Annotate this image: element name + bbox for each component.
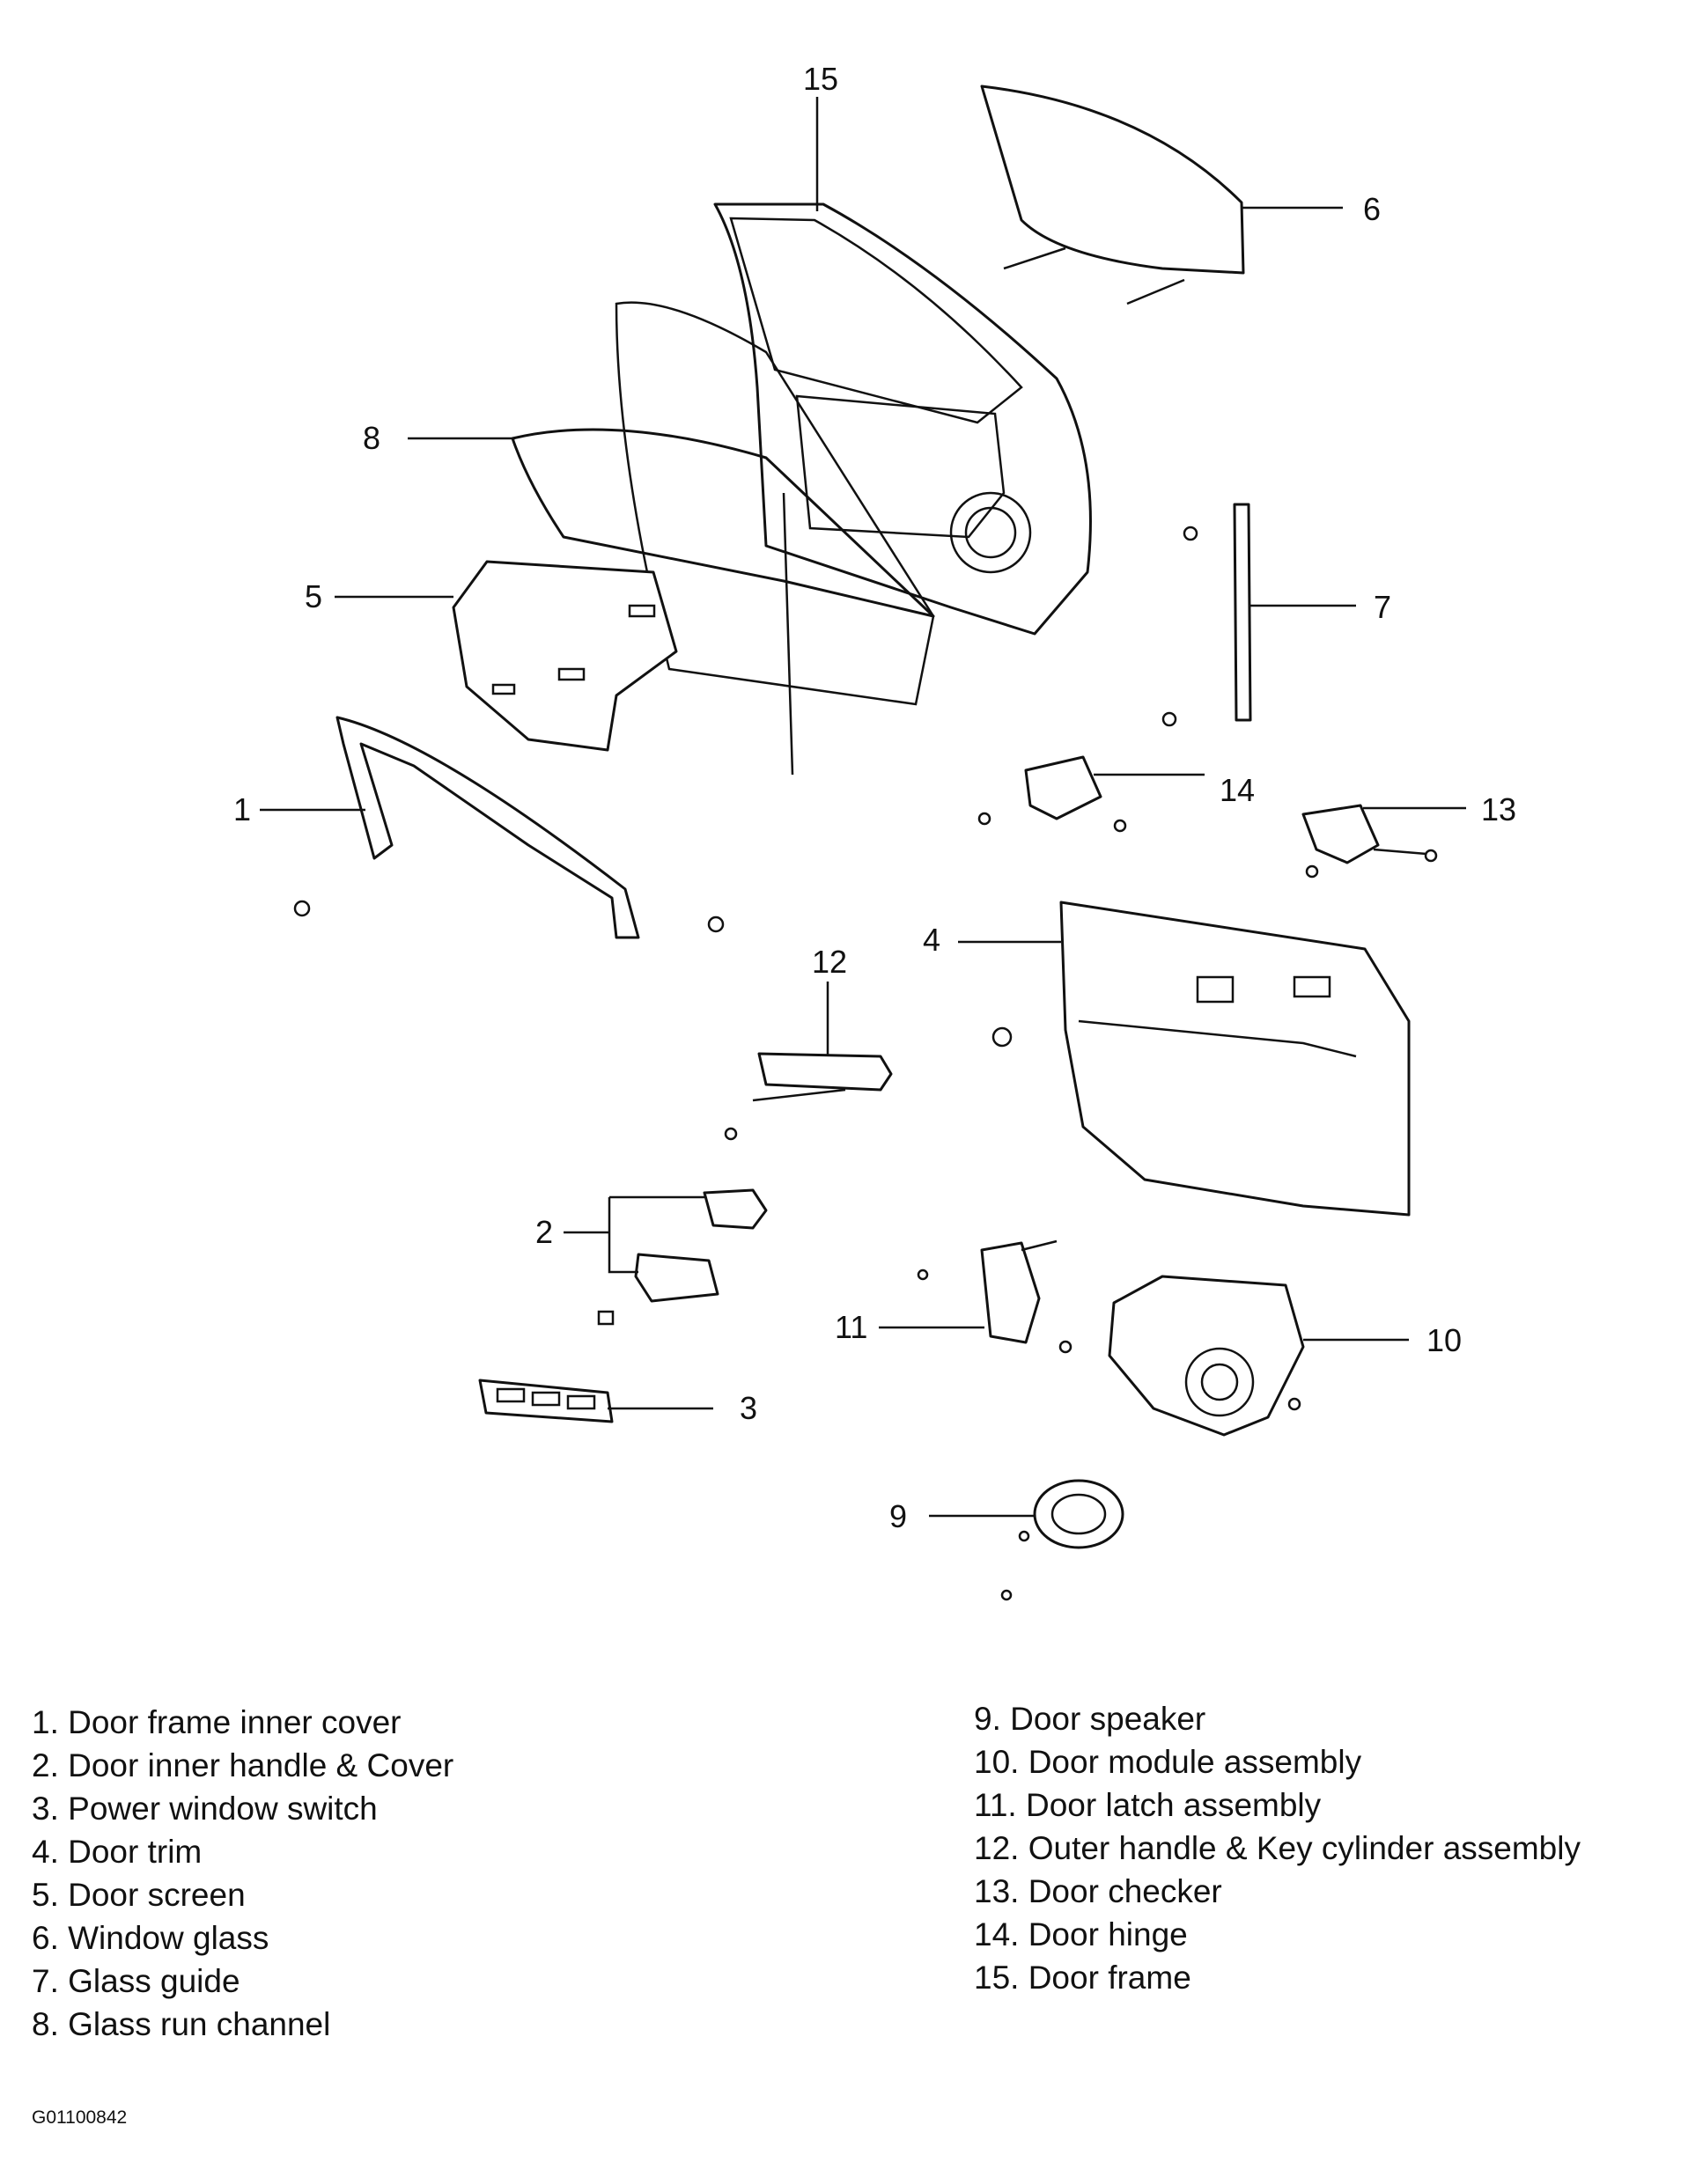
callout-6: 6 bbox=[1363, 191, 1381, 227]
callout-9: 9 bbox=[889, 1498, 907, 1534]
window-glass-part bbox=[980, 85, 1245, 305]
leader-2 bbox=[564, 1195, 704, 1274]
callout-15: 15 bbox=[803, 61, 838, 97]
outer-handle-part bbox=[724, 1052, 893, 1141]
legend-item-3: 3. Power window switch bbox=[32, 1791, 378, 1827]
door-checker-part bbox=[1301, 804, 1438, 879]
power-window-switch-part bbox=[478, 1379, 614, 1423]
legend-right-column: 9. Door speaker 10. Door module assembly… bbox=[974, 1697, 1581, 1999]
legend-item-1: 1. Door frame inner cover bbox=[32, 1704, 402, 1740]
legend-item-10: 10. Door module assembly bbox=[974, 1744, 1362, 1780]
legend-item-7: 7. Glass guide bbox=[32, 1963, 240, 1999]
door-frame-inner-cover-part bbox=[293, 716, 725, 939]
legend-item-2: 2. Door inner handle & Cover bbox=[32, 1747, 454, 1783]
callout-13: 13 bbox=[1481, 791, 1516, 827]
legend-item-4: 4. Door trim bbox=[32, 1834, 203, 1870]
callout-10: 10 bbox=[1426, 1322, 1462, 1358]
door-frame-part bbox=[713, 202, 1092, 636]
door-speaker-part bbox=[1000, 1479, 1124, 1601]
legend-item-5: 5. Door screen bbox=[32, 1877, 246, 1913]
callout-14: 14 bbox=[1220, 772, 1255, 808]
legend-item-15: 15. Door frame bbox=[974, 1960, 1191, 1996]
glass-guide-part bbox=[1161, 503, 1252, 727]
callout-3: 3 bbox=[740, 1390, 757, 1426]
callout-1: 1 bbox=[233, 791, 251, 827]
door-screen-part bbox=[452, 560, 678, 752]
legend-item-13: 13. Door checker bbox=[974, 1873, 1222, 1909]
callout-4: 4 bbox=[923, 922, 940, 958]
legend-item-8: 8. Glass run channel bbox=[32, 2006, 331, 2042]
door-hinge-part bbox=[977, 755, 1127, 833]
door-inner-handle-part bbox=[597, 1188, 768, 1326]
legend-item-11: 11. Door latch assembly bbox=[974, 1787, 1322, 1823]
door-latch-part bbox=[917, 1239, 1058, 1344]
door-module-part bbox=[1058, 1275, 1305, 1437]
callout-8: 8 bbox=[363, 420, 380, 456]
callout-12: 12 bbox=[812, 944, 847, 980]
legend-item-9: 9. Door speaker bbox=[974, 1701, 1206, 1737]
door-trim-part bbox=[991, 901, 1411, 1217]
callout-5: 5 bbox=[305, 578, 322, 614]
figure-id: G01100842 bbox=[32, 2107, 128, 2128]
legend-item-14: 14. Door hinge bbox=[974, 1916, 1188, 1952]
legend-item-12: 12. Outer handle & Key cylinder assembly bbox=[974, 1830, 1581, 1866]
callout-11: 11 bbox=[835, 1309, 867, 1345]
legend-left-column: 1. Door frame inner cover 2. Door inner … bbox=[32, 1701, 453, 2046]
callout-7: 7 bbox=[1374, 589, 1391, 625]
callout-2: 2 bbox=[535, 1214, 553, 1250]
legend-item-6: 6. Window glass bbox=[32, 1920, 269, 1956]
